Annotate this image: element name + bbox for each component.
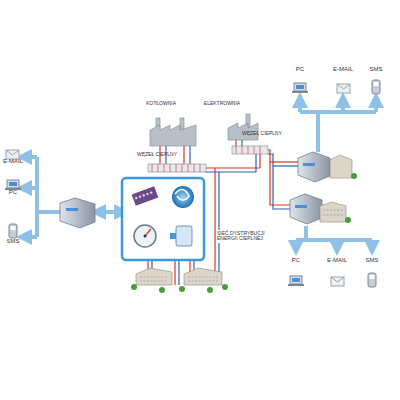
caption-label: PC xyxy=(9,189,17,196)
left-comm-arrows xyxy=(24,157,122,237)
caption-label: WĘZEŁ CIEPLNY xyxy=(242,131,282,137)
caption-label: PC xyxy=(296,66,304,73)
caption-label: WĘZEŁ CIEPLNY xyxy=(137,152,177,158)
building xyxy=(320,202,351,223)
email-icon xyxy=(6,150,19,159)
caption-label: PC xyxy=(292,257,300,264)
phone-icon xyxy=(9,224,17,238)
email-icon xyxy=(331,277,344,286)
right-top-comm xyxy=(300,100,376,152)
building xyxy=(330,155,357,179)
central-panel xyxy=(122,178,204,260)
caption-label: KOTŁOWNIA xyxy=(146,101,176,107)
caption-label: ELEKTROWNIA xyxy=(204,101,240,107)
gauge-icon xyxy=(134,225,156,247)
film-icon xyxy=(132,186,159,205)
pc-icon xyxy=(292,83,308,93)
valve-icon xyxy=(170,226,192,246)
caption-label: SMS xyxy=(6,238,19,245)
caption-label: E-MAIL xyxy=(3,158,23,165)
caption-label: E-MAIL xyxy=(327,257,347,264)
apartment-blocks xyxy=(131,268,228,293)
server-icon xyxy=(298,152,330,182)
caption-label: E-MAIL xyxy=(333,66,353,73)
server-icon xyxy=(290,194,322,224)
caption-label: SMS xyxy=(365,257,378,264)
caption-label: SIEĆ DYSTRYBUCJI ENERGII CIEPLNEJ xyxy=(216,230,280,243)
right-bottom-comm xyxy=(296,226,372,248)
swirl-icon xyxy=(172,186,194,208)
server-icon xyxy=(60,198,95,228)
phone-icon xyxy=(368,273,376,287)
phone-icon xyxy=(372,80,380,94)
heat-exchanger-right xyxy=(232,146,268,154)
heat-exchanger-left xyxy=(148,164,206,172)
boiler-house xyxy=(150,118,196,146)
email-icon xyxy=(337,84,350,93)
pc-icon xyxy=(5,180,21,190)
pc-icon xyxy=(288,276,304,286)
caption-label: SMS xyxy=(369,66,382,73)
